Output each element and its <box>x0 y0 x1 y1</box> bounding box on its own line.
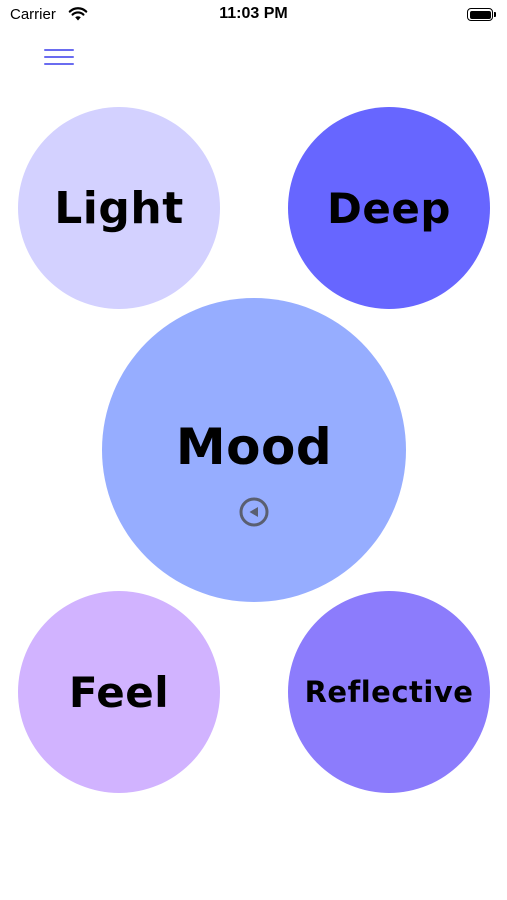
battery-icon <box>467 8 493 21</box>
wifi-icon <box>68 7 88 21</box>
battery-cap <box>494 12 496 17</box>
play-circle-icon[interactable] <box>239 497 269 527</box>
hamburger-menu-icon[interactable] <box>44 49 74 67</box>
light-label: Light <box>54 182 184 234</box>
mood-bubble-button[interactable]: Mood <box>102 298 406 602</box>
feel-label: Feel <box>68 667 170 717</box>
carrier-label: Carrier <box>10 6 56 23</box>
reflective-label: Reflective <box>304 675 474 709</box>
reflective-bubble-button[interactable]: Reflective <box>288 591 490 793</box>
status-bar: Carrier 11:03 PM <box>0 0 507 32</box>
light-bubble-button[interactable]: Light <box>18 107 220 309</box>
deep-bubble-button[interactable]: Deep <box>288 107 490 309</box>
feel-bubble-button[interactable]: Feel <box>18 591 220 793</box>
mood-label: Mood <box>175 418 333 476</box>
deep-label: Deep <box>327 183 451 233</box>
status-time: 11:03 PM <box>219 5 288 22</box>
